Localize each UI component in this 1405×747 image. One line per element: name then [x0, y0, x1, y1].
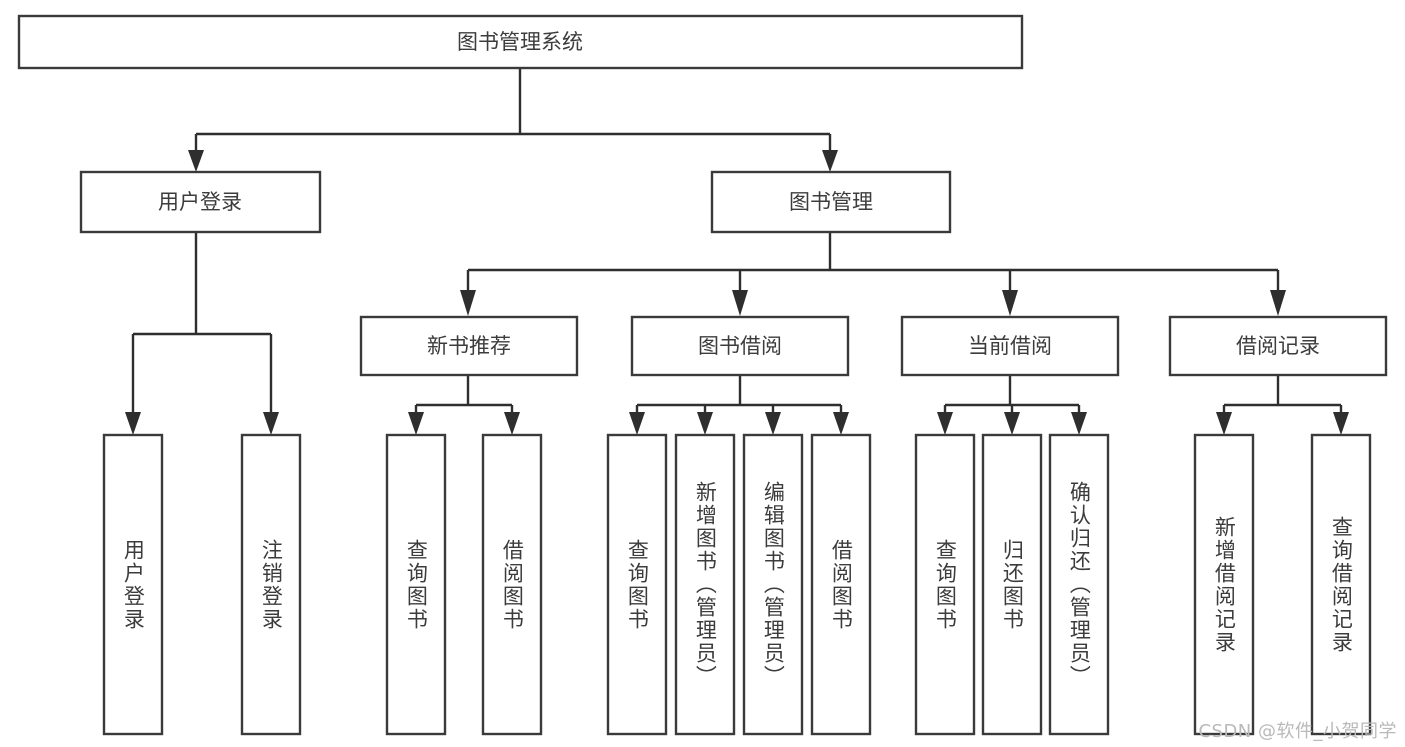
- leaf-box-borrow-record-2[interactable]: [1310, 433, 1372, 736]
- arrowhead-leaf-current-borrow-2: [1004, 412, 1020, 435]
- arrowhead-leaf-borrow-record-1: [1216, 412, 1232, 435]
- node-book-manage-box[interactable]: [710, 170, 952, 234]
- node-root[interactable]: 图书管理系统: [17, 14, 1024, 70]
- node-new-book-recommend-label: 新书推荐: [427, 334, 511, 358]
- arrowhead-leaf-borrow-record-2: [1333, 412, 1349, 435]
- node-current-borrow-box[interactable]: [900, 315, 1120, 377]
- node-root-label: 图书管理系统: [457, 30, 583, 54]
- leaf-box-book-borrow-3[interactable]: [742, 433, 804, 736]
- leaf-box-book-borrow-2[interactable]: [674, 433, 736, 736]
- leaf-box-current-borrow-3[interactable]: [1048, 433, 1110, 736]
- node-user-login[interactable]: 用户登录: [79, 170, 322, 234]
- node-book-borrow-label: 图书借阅: [698, 334, 782, 358]
- arrowhead-leaf-new-book-1: [408, 412, 424, 435]
- node-borrow-record[interactable]: 借阅记录: [1168, 315, 1388, 377]
- node-book-manage-label: 图书管理: [789, 190, 873, 214]
- node-book-manage[interactable]: 图书管理: [710, 170, 952, 234]
- leaf-box-book-borrow-4[interactable]: [810, 433, 872, 736]
- arrowhead-leaf-book-borrow-2: [697, 412, 713, 435]
- arrowhead-book-manage: [822, 150, 838, 172]
- node-book-borrow[interactable]: 图书借阅: [630, 315, 850, 377]
- leaf-box-current-borrow-1[interactable]: [914, 433, 976, 736]
- leaf-boxes: [102, 433, 1372, 736]
- arrowhead-leaf-book-borrow-4: [833, 412, 849, 435]
- node-current-borrow[interactable]: 当前借阅: [900, 315, 1120, 377]
- arrowhead-leaf-book-borrow-3: [765, 412, 781, 435]
- arrowhead-user-login: [188, 150, 204, 172]
- node-current-borrow-label: 当前借阅: [968, 334, 1052, 358]
- node-new-book-recommend-box[interactable]: [359, 315, 579, 377]
- arrowhead-leaf-current-borrow-3: [1071, 412, 1087, 435]
- connectors: [125, 68, 1349, 435]
- leaf-box-user-login-2[interactable]: [240, 433, 302, 736]
- arrowhead-new-book: [460, 290, 476, 316]
- leaf-box-new-book-1[interactable]: [385, 433, 447, 736]
- leaf-box-current-borrow-2[interactable]: [981, 433, 1043, 736]
- leaf-box-borrow-record-1[interactable]: [1193, 433, 1255, 736]
- arrowhead-leaf-current-borrow-1: [937, 412, 953, 435]
- arrowhead-leaf-book-borrow-1: [629, 412, 645, 435]
- arrowhead-book-borrow: [732, 290, 748, 316]
- node-book-borrow-box[interactable]: [630, 315, 850, 377]
- node-borrow-record-box[interactable]: [1168, 315, 1388, 377]
- leaf-box-book-borrow-1[interactable]: [606, 433, 668, 736]
- arrowhead-leaf-user-login-2: [263, 412, 279, 435]
- node-user-login-label: 用户登录: [158, 190, 242, 214]
- arrowhead-leaf-new-book-2: [504, 412, 520, 435]
- arrowhead-borrow-record: [1270, 290, 1286, 316]
- arrowhead-leaf-user-login-1: [125, 412, 141, 435]
- node-user-login-box[interactable]: [79, 170, 322, 234]
- node-new-book-recommend[interactable]: 新书推荐: [359, 315, 579, 377]
- arrowhead-current-borrow: [1002, 290, 1018, 316]
- csdn-watermark: CSDN @软件_小贺同学: [1198, 721, 1397, 742]
- leaf-box-user-login-1[interactable]: [102, 433, 164, 736]
- leaf-box-new-book-2[interactable]: [481, 433, 543, 736]
- node-root-box[interactable]: [17, 14, 1024, 70]
- node-borrow-record-label: 借阅记录: [1236, 334, 1320, 358]
